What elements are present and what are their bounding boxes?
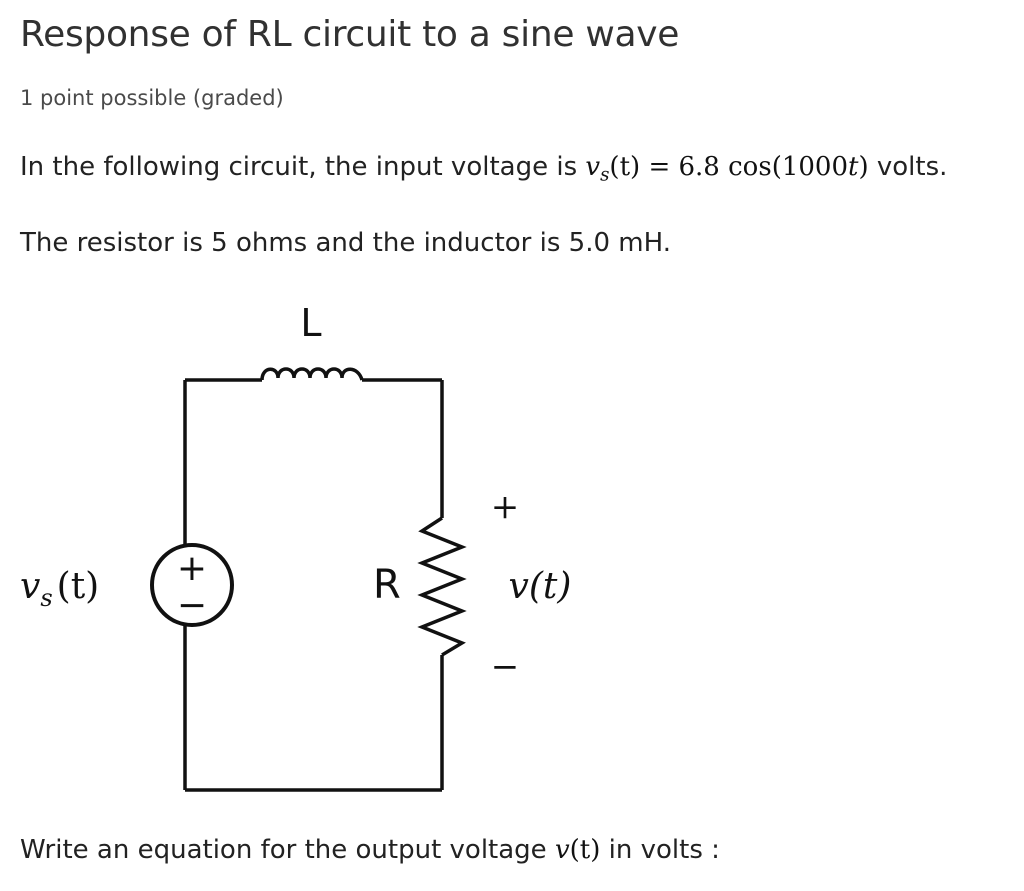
intro-suffix: volts. (876, 152, 948, 182)
cos-arg-open: (1000 (771, 152, 848, 182)
problem-points: 1 point possible (graded) (20, 86, 284, 110)
amplitude: 6.8 (678, 152, 720, 182)
cos-function: cos (728, 152, 772, 182)
problem-title: Response of RL circuit to a sine wave (20, 14, 680, 55)
component-values: The resistor is 5 ohms and the inductor … (20, 228, 671, 258)
vs-subscript: s (600, 164, 610, 186)
source-label-arg: (t) (57, 566, 100, 607)
equals-sign: = (648, 152, 671, 182)
source-label: vs(t) (20, 566, 99, 612)
source-label-sub: s (40, 584, 52, 612)
cos-arg-t: t (848, 152, 859, 182)
source-label-v: v (20, 566, 40, 607)
voltage-source-circle (150, 543, 234, 627)
output-voltage-label: v(t) (509, 566, 572, 607)
intro-paragraph: In the following circuit, the input volt… (20, 152, 947, 185)
circuit-diagram: L + − vs(t) R + v(t) − (20, 301, 572, 792)
inductor-label: L (300, 301, 321, 345)
question-suffix: in volts : (608, 835, 720, 865)
output-voltage-symbol: v(t) (555, 835, 600, 865)
intro-prefix: In the following circuit, the input volt… (20, 152, 578, 182)
resistor-zigzag (417, 516, 467, 657)
question-prefix: Write an equation for the output voltage (20, 835, 547, 865)
source-plus-sign: + (177, 548, 207, 589)
v-arg: (t) (569, 835, 601, 865)
source-minus-sign: − (177, 585, 207, 626)
cos-arg-close: ) (858, 152, 869, 182)
v-symbol: v (554, 835, 570, 865)
vs-arg: (t) (609, 152, 641, 182)
output-minus-sign: − (491, 647, 520, 687)
vs-symbol: v (585, 152, 601, 182)
resistor-label: R (373, 562, 401, 608)
inductor-coil (260, 367, 364, 381)
output-plus-sign: + (491, 487, 520, 527)
input-voltage-equation: vs(t) = 6.8 cos(1000t) (585, 152, 869, 186)
question-paragraph: Write an equation for the output voltage… (20, 835, 720, 865)
